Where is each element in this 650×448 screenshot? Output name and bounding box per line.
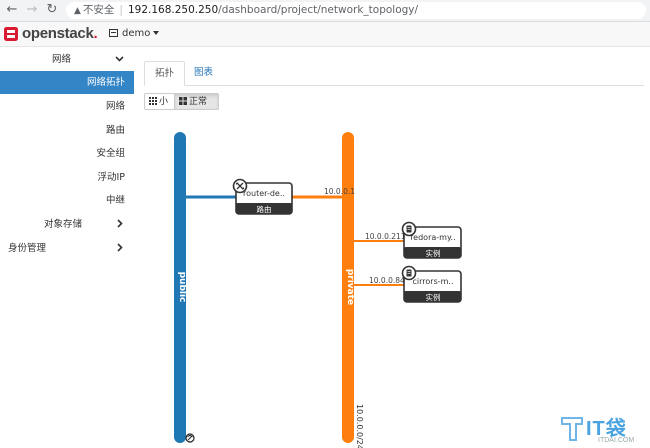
normal-view-button[interactable]: 正常 <box>174 93 219 110</box>
openstack-logo-icon[interactable] <box>4 27 18 41</box>
caret-down-icon <box>153 31 160 35</box>
instance-node-fedora[interactable]: fedora-my.. 实例 <box>403 226 462 259</box>
router-type-label: 路由 <box>257 204 272 214</box>
forward-arrow-icon[interactable]: → <box>26 2 38 17</box>
router-icon <box>232 178 248 194</box>
address-separator: | <box>119 4 123 16</box>
sidebar-section-object-storage[interactable]: 对象存储 <box>0 213 134 236</box>
main-content: 拓扑 图表 小 正常 <box>134 47 650 448</box>
app-header: openstack. demo <box>0 22 650 47</box>
public-network[interactable]: public <box>174 132 187 443</box>
url-host: 192.168.250.250 <box>127 4 219 16</box>
watermark-logo-icon <box>561 417 583 441</box>
private-network-cidr: 10.0.0.0/24 <box>355 404 364 448</box>
sidebar-item-network-topology[interactable]: 网络拓扑 <box>0 71 134 94</box>
logo-text[interactable]: openstack. <box>22 25 98 42</box>
chevron-right-icon <box>115 213 124 236</box>
browser-toolbar: ← → ↻ ▲不安全 | 192.168.250.250/dashboard/pro… <box>0 0 650 22</box>
router-name: router-de.. <box>243 189 285 198</box>
instance1-type-label: 实例 <box>426 248 441 258</box>
router-ip-label: 10.0.0.1 <box>324 187 355 196</box>
url-path: /dashboard/project/network_topology/ <box>218 4 419 16</box>
reload-icon[interactable]: ↻ <box>46 2 58 17</box>
private-network[interactable]: private <box>342 132 355 443</box>
small-view-button[interactable]: 小 <box>144 93 175 110</box>
instance2-ip-label: 10.0.0.84 <box>369 276 405 285</box>
insecure-label: 不安全 <box>82 4 115 16</box>
sidebar-item-networks[interactable]: 网络 <box>105 101 125 112</box>
sidebar-item-floating-ips[interactable]: 浮动IP <box>97 172 125 183</box>
globe-icon <box>185 433 195 443</box>
watermark-subtext: ITDAI.COM <box>598 437 635 444</box>
tab-graph[interactable]: 图表 <box>194 67 214 78</box>
public-network-label: public <box>177 272 187 303</box>
sidebar: 网络 网络拓扑 网络 路由 安全组 浮动IP 中继 对象存储 身份管理 <box>0 47 134 448</box>
sidebar-section-network[interactable]: 网络 <box>0 48 134 71</box>
sidebar-item-routers[interactable]: 路由 <box>105 125 125 136</box>
public-network-bar[interactable] <box>174 132 186 443</box>
project-dropdown[interactable]: demo <box>109 28 160 39</box>
router-node[interactable]: router-de.. 路由 <box>235 182 293 215</box>
server-icon <box>401 221 417 237</box>
server-icon <box>401 265 417 281</box>
instance1-ip-label: 10.0.0.211 <box>365 232 406 241</box>
warning-icon: ▲ <box>74 6 81 16</box>
tab-bar: 拓扑 图表 <box>144 61 644 86</box>
grid-small-icon <box>149 97 157 105</box>
instance2-name: cirrors-m.. <box>413 277 454 286</box>
instance-node-cirros[interactable]: cirrors-m.. 实例 <box>403 270 462 303</box>
address-bar[interactable]: ▲不安全 | 192.168.250.250/dashboard/project/n… <box>66 2 646 19</box>
sidebar-item-security-groups[interactable]: 安全组 <box>96 148 125 159</box>
instance1-name: fedora-my.. <box>410 233 455 242</box>
watermark-text: IT袋 <box>586 418 627 440</box>
sidebar-item-trunks[interactable]: 中继 <box>105 195 125 206</box>
tab-topology[interactable]: 拓扑 <box>144 61 186 86</box>
sidebar-section-identity[interactable]: 身份管理 <box>0 237 134 260</box>
project-icon <box>109 29 118 37</box>
grid-large-icon <box>179 97 187 105</box>
chevron-down-icon <box>115 48 124 71</box>
private-network-bar[interactable] <box>342 132 354 443</box>
back-arrow-icon[interactable]: ← <box>6 2 18 17</box>
private-network-label: private <box>345 269 355 305</box>
project-name: demo <box>122 28 151 39</box>
chevron-right-icon <box>115 237 124 260</box>
instance2-type-label: 实例 <box>426 292 441 302</box>
